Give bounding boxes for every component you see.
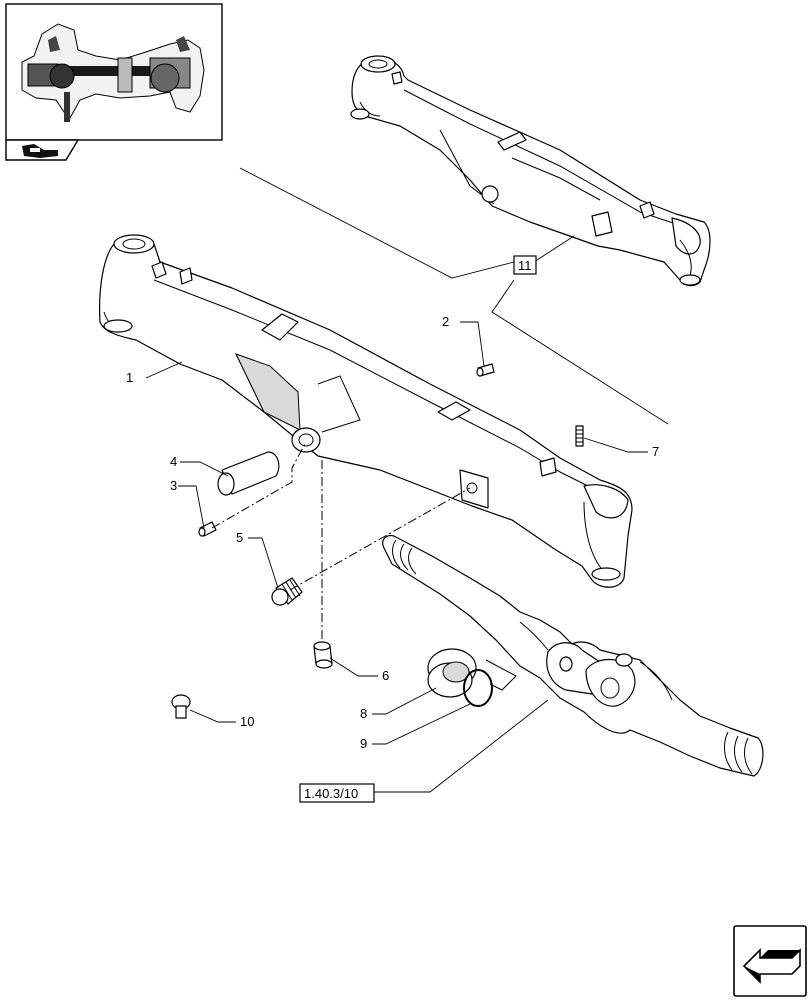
leader-8 <box>372 687 437 715</box>
part-4-bush <box>217 451 280 496</box>
part-7-stud <box>575 425 584 447</box>
assembly-line-5 <box>289 487 471 591</box>
part-9-o-ring <box>463 669 493 707</box>
leader-1 <box>145 361 183 379</box>
label-4: 4 <box>170 454 177 469</box>
leader-5 <box>248 537 279 589</box>
axle-assembly-thumbnail-icon[interactable] <box>5 3 223 141</box>
leader-3 <box>178 485 205 529</box>
hand-pointer-back-icon[interactable] <box>5 139 80 161</box>
label-5: 5 <box>236 530 243 545</box>
label-8: 8 <box>360 706 367 721</box>
leader-9 <box>372 703 471 745</box>
upper-axle-housing <box>350 55 711 287</box>
leader-ref <box>374 699 549 793</box>
label-6: 6 <box>382 668 389 683</box>
label-11: 11 <box>518 258 532 273</box>
drive-shaft <box>382 535 764 777</box>
seal-bracket-line <box>485 659 517 691</box>
reference-1-40-3-10-box[interactable]: 1.40.3/10 <box>299 783 375 803</box>
leader-7 <box>583 437 648 453</box>
part-8-seal <box>427 648 477 698</box>
leader-10 <box>189 709 236 723</box>
label-2: 2 <box>442 314 449 329</box>
leader-4 <box>180 461 229 477</box>
leader-11-right <box>533 235 575 263</box>
label-10: 10 <box>240 714 254 729</box>
part-3-pin <box>198 521 217 537</box>
leader-11-left <box>239 167 515 279</box>
assembly-line-3 <box>211 441 307 529</box>
leader-11-down <box>491 279 669 425</box>
label-11-box[interactable]: 11 <box>513 255 537 275</box>
label-1: 1 <box>126 370 133 385</box>
main-axle-housing <box>99 234 633 588</box>
label-9: 9 <box>360 736 367 751</box>
part-2-pin <box>476 363 495 377</box>
label-7: 7 <box>652 444 659 459</box>
label-3: 3 <box>170 478 177 493</box>
part-10-plug <box>171 694 191 719</box>
arrow-next-page-icon[interactable] <box>733 925 807 997</box>
leader-2 <box>460 321 485 367</box>
leader-6 <box>329 657 378 677</box>
part-6-plug <box>313 641 333 669</box>
reference-label: 1.40.3/10 <box>304 786 358 801</box>
